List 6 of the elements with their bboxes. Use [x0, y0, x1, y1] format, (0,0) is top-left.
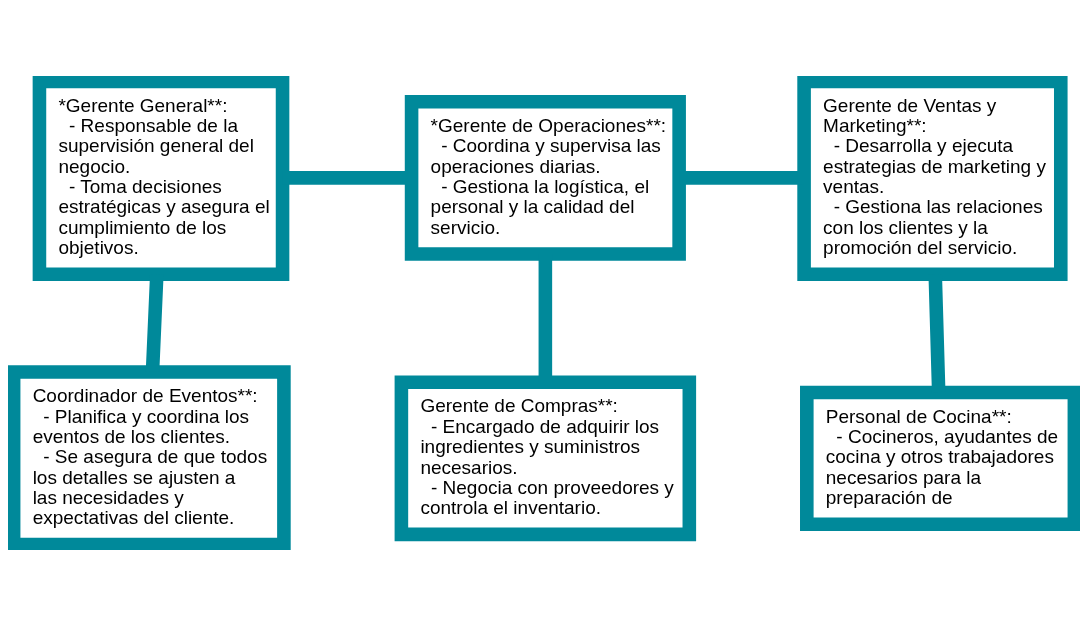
- node-box: Gerente de Ventas y Marketing**: - Desarrolla y ejecuta estrategias de marketing y ventas. - Gestiona las relaciones con los clientes y la promoción del servicio.: [797, 75, 1068, 281]
- node-box: Personal de Cocina**: - Cocineros, ayudantes de cocina y otros trabajadores necesarios para la preparación de: [800, 385, 1080, 531]
- node-box: Coordinador de Eventos**: - Planifica y coordina los eventos de los clientes. - Se asegura de que todos los detalles se ajusten a las necesidades y expectativas del cliente.: [8, 364, 291, 550]
- node-box: Gerente de Compras**: - Encargado de adquirir los ingredientes y suministros necesarios. - Negocia con proveedores y controla el inventario.: [394, 374, 697, 541]
- node-box: *Gerente de Operaciones**: - Coordina y supervisa las operaciones diarias. - Gestiona la logística, el personal y la calidad del servicio.: [404, 94, 686, 261]
- node-box: *Gerente General**: - Responsable de la supervisión general del negocio. - Toma decisiones estratégicas y asegura el cumplimiento de los objetivos.: [32, 75, 290, 281]
